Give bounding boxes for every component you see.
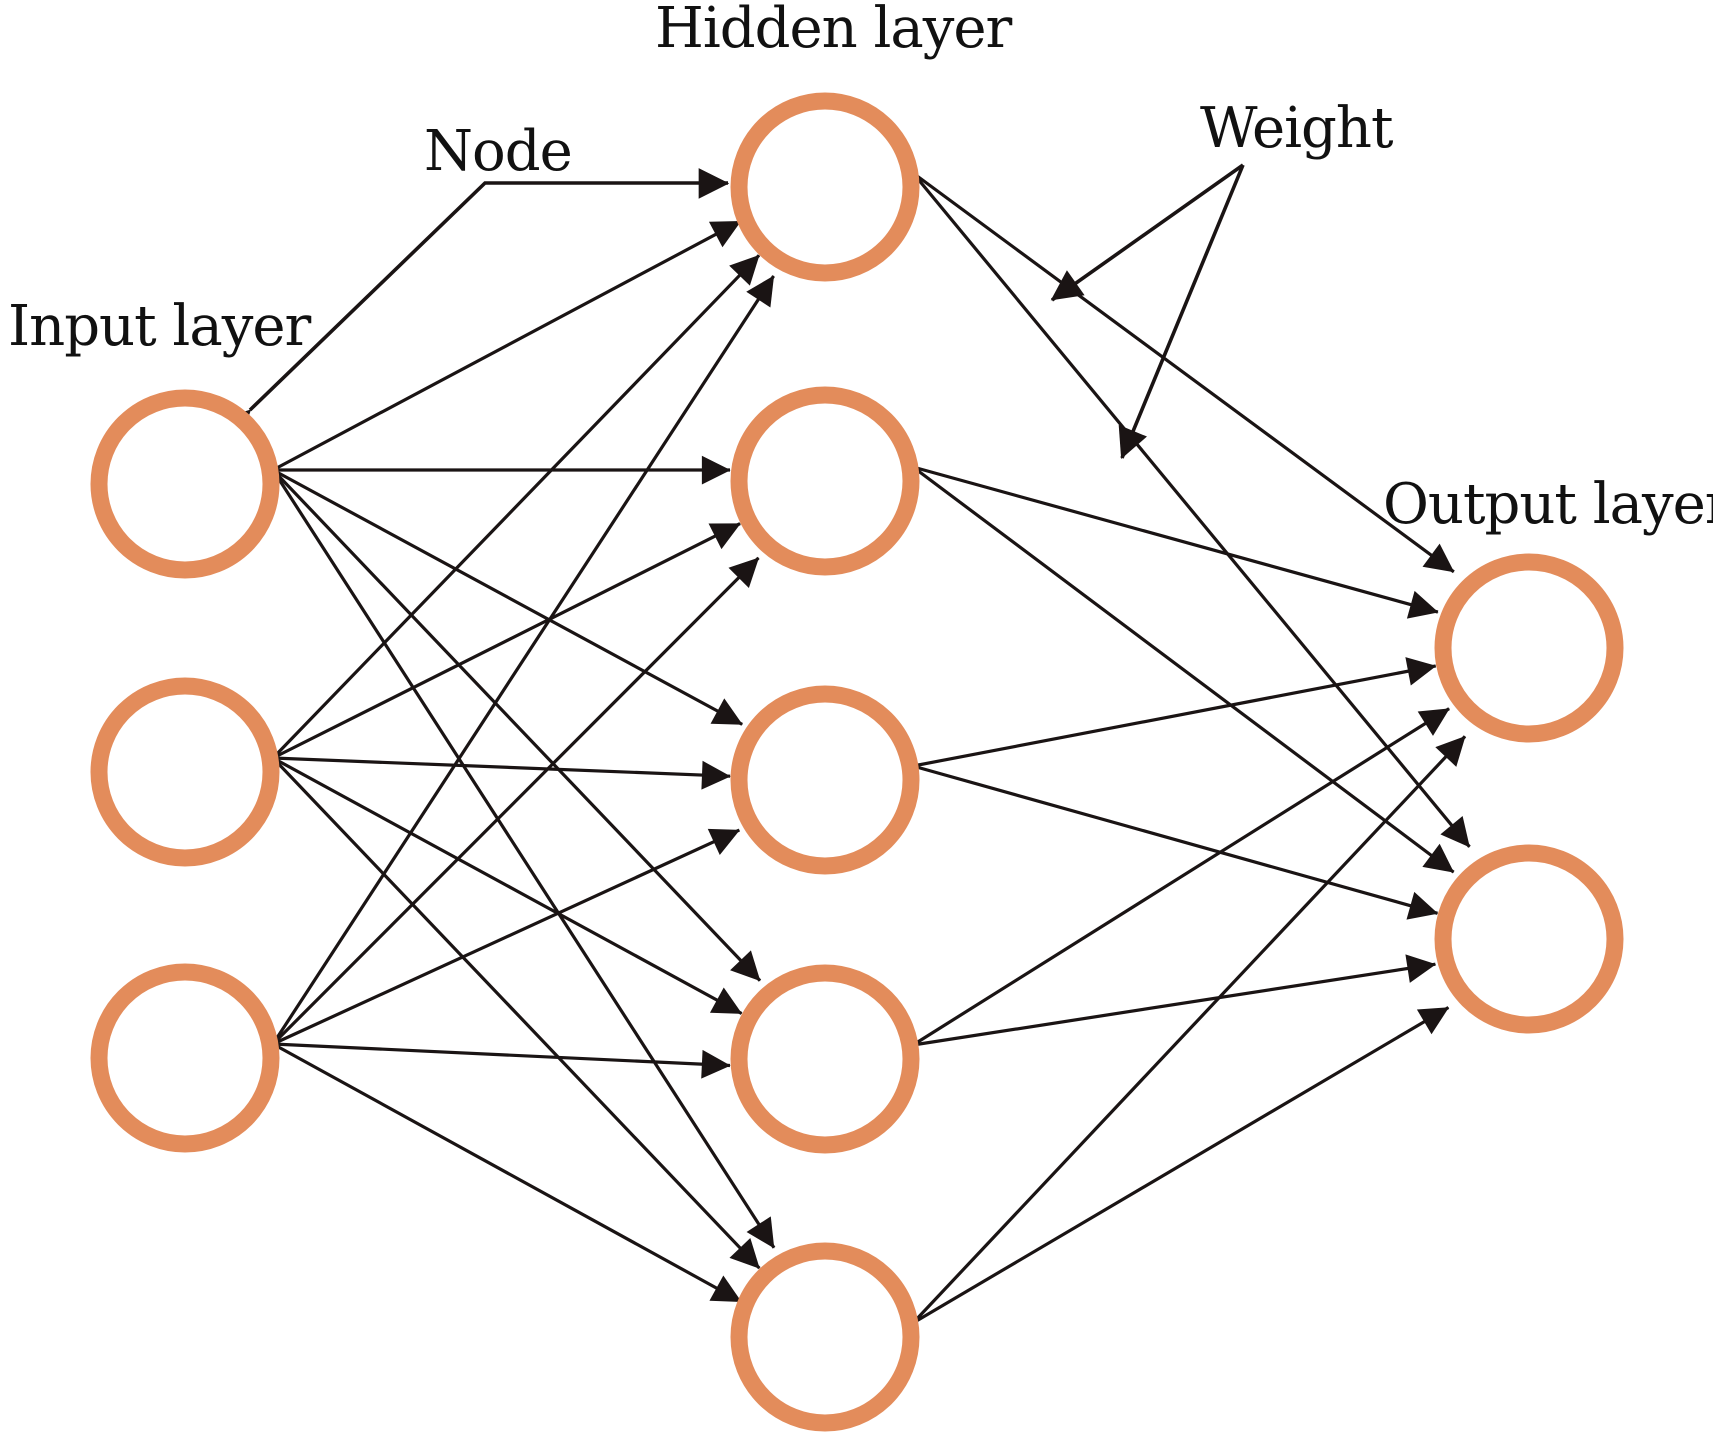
- edge-input-3-to-hidden-2: [271, 556, 760, 1046]
- input-node-2: [90, 677, 280, 867]
- edge-hidden-5-to-output-1: [911, 735, 1467, 1325]
- output-node-2: [1434, 844, 1624, 1034]
- edge-hidden-4-to-output-1: [912, 707, 1450, 1047]
- input-layer-label: Input layer: [8, 294, 311, 359]
- weight-pointer-arrow-1: [1050, 163, 1245, 302]
- weight-pointer-arrow-2: [1118, 164, 1245, 459]
- hidden-node-4: [730, 964, 920, 1154]
- edge-input-2-to-hidden-3: [272, 756, 731, 790]
- edge-hidden-5-to-output-2: [912, 1006, 1450, 1325]
- node-pointer-arrow: [218, 168, 730, 442]
- weight-annotation-label: Weight: [1200, 96, 1394, 161]
- nodes-group: [90, 92, 1624, 1432]
- edge-input-3-to-hidden-5: [272, 1042, 742, 1304]
- edge-input-2-to-hidden-4: [272, 756, 743, 1015]
- output-node-1: [1434, 553, 1624, 743]
- input-node-1: [90, 389, 280, 579]
- edge-hidden-1-to-output-2: [911, 171, 1471, 848]
- edge-input-1-to-hidden-5: [271, 469, 776, 1249]
- edge-hidden-2-to-output-1: [912, 465, 1439, 619]
- edge-input-3-to-hidden-4: [272, 1042, 731, 1079]
- edge-input-2-to-hidden-5: [271, 756, 761, 1270]
- edge-hidden-2-to-output-2: [912, 465, 1455, 874]
- hidden-node-5: [730, 1242, 920, 1432]
- annotation-pointers: [218, 163, 1245, 459]
- input-node-3: [90, 963, 280, 1153]
- edge-input-3-to-hidden-3: [272, 828, 740, 1046]
- hidden-node-3: [730, 685, 920, 875]
- hidden-node-2: [730, 386, 920, 576]
- edges-group: [271, 171, 1471, 1325]
- node-annotation-label: Node: [424, 119, 572, 184]
- edge-input-2-to-hidden-1: [271, 254, 761, 760]
- edge-hidden-3-to-output-1: [912, 657, 1437, 768]
- edge-input-1-to-hidden-4: [271, 468, 762, 982]
- edge-hidden-3-to-output-2: [912, 764, 1439, 920]
- edge-hidden-4-to-output-2: [912, 954, 1437, 1047]
- edge-input-2-to-hidden-2: [272, 522, 741, 760]
- hidden-node-1: [730, 92, 920, 282]
- hidden-layer-label: Hidden layer: [655, 0, 1013, 61]
- edge-hidden-1-to-output-1: [912, 171, 1455, 574]
- output-layer-label: Output layer: [1383, 472, 1713, 537]
- edge-input-1-to-hidden-3: [272, 468, 743, 726]
